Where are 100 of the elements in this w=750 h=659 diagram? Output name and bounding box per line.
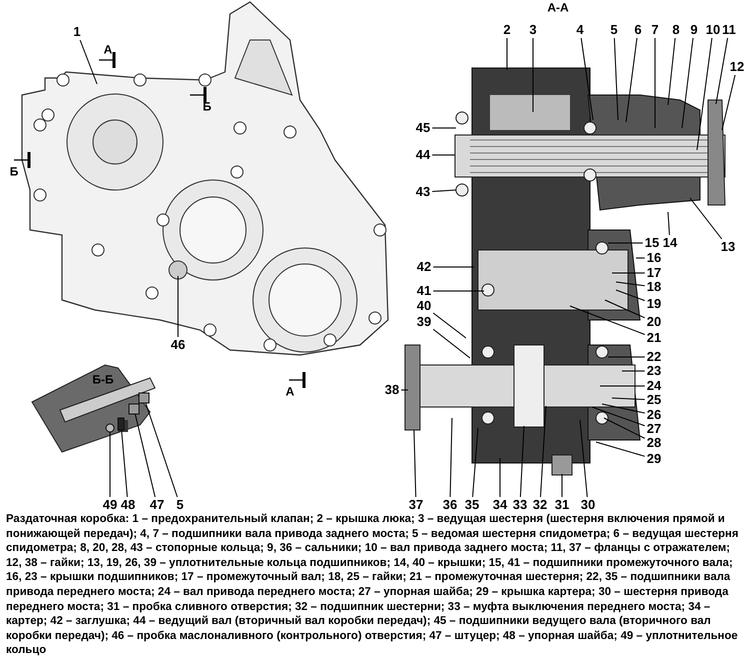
callout-number: 25 — [646, 393, 662, 407]
leader-line — [432, 290, 484, 292]
leader-line — [592, 406, 646, 426]
callout-number: 13 — [720, 240, 736, 254]
leader-line — [432, 312, 466, 338]
leader-line — [596, 442, 646, 457]
callout-number: 10 — [704, 23, 722, 37]
callout-number: 5 — [175, 498, 185, 512]
leader-line — [682, 38, 694, 128]
leader-line — [654, 38, 656, 128]
callout-number: 27 — [646, 422, 662, 436]
fitting — [128, 404, 140, 414]
callout-number: 6 — [633, 23, 643, 37]
leader-line — [532, 38, 534, 112]
callout-number: 43 — [414, 185, 432, 199]
caption: Раздаточная коробка: 1 – предохранительный клапан; 2 – крышка люка; 3 – ведущая шестерня (шестерня включения прямой и понижающей передач); 4, 7 – подшипники вала привода заднего моста; 5 – ведомая шестерня спидометра; 6 – ведущая шестерня спидометра; 8, 20, 28, 43 – стопорные кольца; 9, 36 – сальники; 10 – вал привода заднего моста; 11, 37 – фланцы с отражателем; 12, 38 – гайки; 13, 19, 26, 39 – уплотнительные кольца подшипников; 14, 40 – крышки; 15, 41 – подшипники промежуточного вала; 16, 23 – крышки подшипников; 17 – промежуточный вал; 18, 25 – гайки; 21 – промежуточная шестерня; 22, 35 – подшипники вала привода переднего моста; 24 – вал привода переднего моста; 27 – упорная шайба; 29 – крышка картера; 30 – шестерня привода переднего моста; 31 – пробка сливного отверстия; 32 – подшипник шестерни; 33 – муфта выключения переднего моста; 34 – картер; 42 – заглушка; 44 – ведущий вал (вторичный вал коробки передач); 45 – подшипники ведущего вала (вторичного вал коробки передач); 46 – пробка маслоналивного (контрольного) отверстия; 47 – штуцер; 48 – упорная шайба; 49 – уплотнительное кольцо — [6, 512, 740, 658]
leader-line — [716, 38, 728, 104]
leader-line — [668, 38, 676, 106]
view-title: Б-Б — [92, 374, 114, 386]
section-letter: А — [286, 386, 294, 398]
leader-line — [472, 428, 478, 498]
callout-number: 48 — [120, 498, 136, 512]
leader-line — [121, 430, 128, 498]
callout-number: 1 — [72, 25, 82, 39]
callout-number: 30 — [580, 498, 596, 512]
leader-line — [616, 290, 646, 302]
callout-number: 8 — [671, 23, 681, 37]
callout-number: 47 — [148, 498, 166, 512]
callout-number: 9 — [689, 23, 699, 37]
leader-line — [604, 300, 646, 318]
leader-line — [540, 406, 546, 498]
washer — [118, 418, 124, 430]
callout-number: 4 — [575, 23, 585, 37]
callout-number: 40 — [416, 299, 432, 313]
section-letter: Б — [202, 100, 212, 114]
leader-line — [134, 414, 156, 498]
leader-line — [622, 370, 646, 372]
callout-number: 14 — [662, 236, 678, 250]
callout-number: 35 — [464, 498, 480, 512]
callout-number: 7 — [650, 23, 660, 37]
callout-number: 21 — [646, 331, 662, 345]
leader-line — [414, 430, 416, 498]
callout-number: 38 — [384, 383, 400, 397]
section-letter: А — [104, 44, 112, 56]
callout-number: 29 — [646, 452, 662, 466]
callout-number: 19 — [646, 297, 662, 311]
callout-number: 12 — [728, 60, 746, 74]
callout-number: 22 — [646, 350, 662, 364]
callout-number: 32 — [532, 498, 548, 512]
callout-number: 49 — [102, 498, 118, 512]
leader-line — [432, 154, 456, 156]
callout-number: 33 — [512, 498, 528, 512]
seal-ring — [106, 424, 114, 432]
leader-line — [608, 356, 646, 358]
leader-line — [145, 402, 178, 498]
leader-line — [450, 418, 452, 498]
callout-number: 34 — [492, 498, 508, 512]
callout-number: 26 — [646, 408, 662, 422]
callout-number: 37 — [408, 498, 424, 512]
leader-line — [432, 328, 470, 358]
leader-line — [602, 404, 646, 414]
callout-number: 36 — [442, 498, 458, 512]
callout-number: 17 — [646, 266, 662, 280]
gear — [138, 392, 150, 404]
callout-number: 46 — [170, 338, 186, 352]
callout-number: 28 — [646, 436, 662, 450]
leader-line — [696, 38, 712, 150]
callout-number: 31 — [554, 498, 570, 512]
leader-line — [432, 266, 474, 268]
leader-line — [612, 398, 646, 400]
callout-number: 11 — [721, 23, 737, 37]
section-letter: Б — [10, 166, 18, 178]
leader-line — [690, 198, 722, 240]
view-title: А-А — [547, 2, 569, 14]
leader-line — [626, 38, 638, 122]
leader-line — [580, 420, 588, 498]
callout-number: 3 — [528, 23, 538, 37]
leader-line — [604, 418, 646, 439]
leader-line — [612, 272, 646, 274]
leader-line — [432, 190, 456, 192]
callout-number: 5 — [609, 23, 619, 37]
leader-line — [506, 38, 508, 70]
callout-number: 18 — [646, 280, 662, 294]
leader-line — [520, 426, 524, 498]
leader-line — [668, 212, 670, 236]
callout-number: 23 — [646, 364, 662, 378]
leader-line — [614, 38, 618, 120]
leader-line — [570, 306, 646, 335]
leader-line — [616, 282, 646, 286]
callout-number: 42 — [416, 260, 432, 274]
leader-line — [80, 40, 98, 84]
callout-number: 15 — [644, 236, 660, 250]
leader-line — [722, 74, 736, 130]
callout-number: 44 — [414, 148, 432, 162]
callout-number: 20 — [646, 315, 662, 329]
callout-number: 41 — [416, 284, 432, 298]
leader-line — [580, 38, 594, 120]
callout-number: 39 — [416, 315, 432, 329]
callout-number: 2 — [502, 23, 512, 37]
callout-number: 24 — [646, 379, 662, 393]
